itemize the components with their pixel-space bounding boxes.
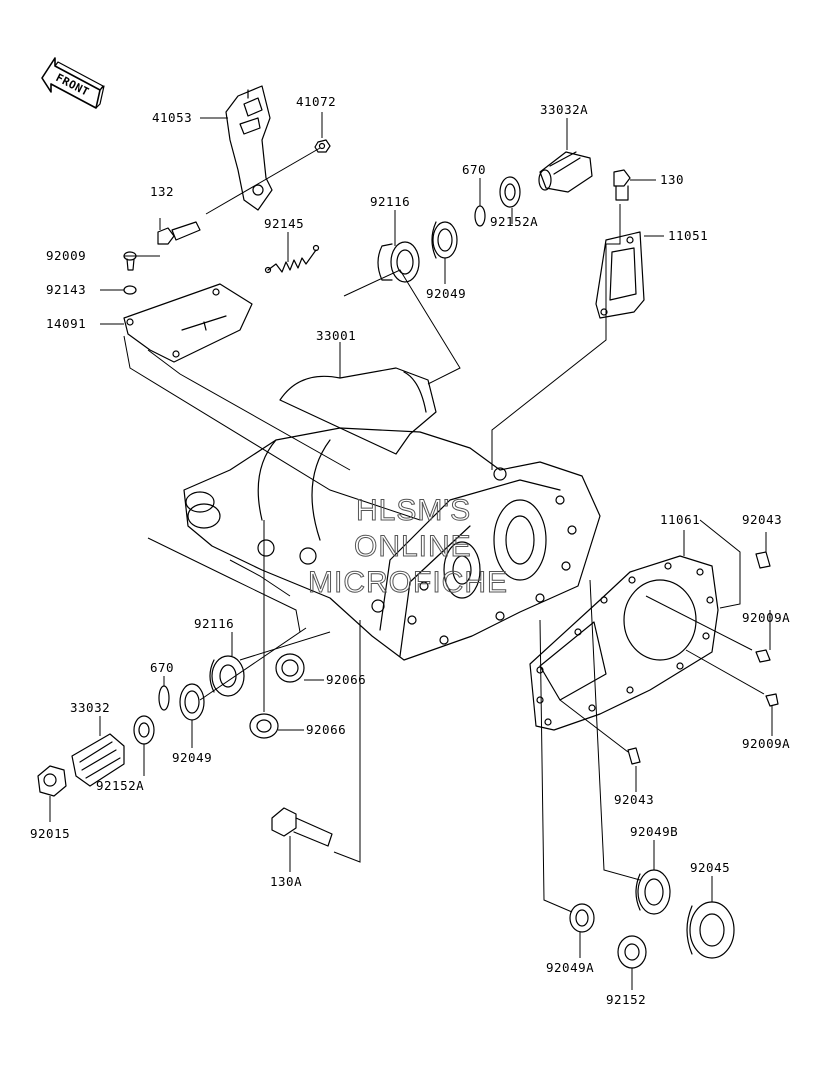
label-92152A-top: 92152A [490,214,538,229]
label-130A: 130A [270,874,302,889]
leader-lines [49,112,773,990]
spring-92145-part [264,244,320,274]
label-92152A-bottom: 92152A [96,778,144,793]
label-92009A-2: 92009A [742,736,790,751]
watermark-line-2: ONLINE [354,530,472,563]
bearing-92045-part [686,901,735,959]
label-132: 132 [150,184,174,199]
part-labels: 41053 41072 132 92009 92143 14091 92145 … [30,94,790,1007]
front-arrow-icon [41,57,105,109]
label-92045: 92045 [690,860,730,875]
label-670-top: 670 [462,162,486,177]
seal-92049B-part [635,869,671,915]
circlip-670-top-part [474,205,486,227]
gasket-11061-part [529,555,719,731]
label-92049-bottom: 92049 [172,750,212,765]
screw-92009A-2-part [765,693,779,707]
bracket-11051-part [595,231,645,319]
pin-92043-bottom-part [627,747,641,765]
label-92043-bottom: 92043 [614,792,654,807]
screw-92009-part [123,251,137,271]
housing-33001-part [183,367,601,661]
label-130: 130 [660,172,684,187]
label-92043-top: 92043 [742,512,782,527]
label-92049-top: 92049 [426,286,466,301]
washer-92143-part [123,285,137,295]
nut-92015-part [37,765,67,797]
label-92049B: 92049B [630,824,678,839]
label-92145: 92145 [264,216,304,231]
pin-92043-top-part [755,551,771,569]
screw-92009A-1-part [755,649,771,663]
label-92143: 92143 [46,282,86,297]
label-11051: 11051 [668,228,708,243]
bearing-92116-top-part [377,241,420,283]
bracket-41053-part [225,85,273,211]
bolt-130A-part [271,807,333,847]
circlip-670-bottom-part [158,685,170,711]
label-11061: 11061 [660,512,700,527]
seal-92049-bottom-part [179,683,205,721]
label-33032A: 33032A [540,102,588,117]
watermark-line-1: HLSM'S [356,494,471,527]
seal-92066-2-part [249,713,279,739]
bolt-130-part [613,169,631,201]
label-92152: 92152 [606,992,646,1007]
label-92066-2: 92066 [306,722,346,737]
plug-33032-part [71,733,125,787]
cover-14091-part [123,283,253,363]
label-92066-1: 92066 [326,672,366,687]
label-92015: 92015 [30,826,70,841]
label-33032: 33032 [70,700,110,715]
label-92009: 92009 [46,248,86,263]
label-92009A-1: 92009A [742,610,790,625]
label-41072: 41072 [296,94,336,109]
bearing-92152-part [617,935,647,969]
seal-92066-1-part [275,653,305,683]
plug-33032A-part [538,151,593,193]
label-41053: 41053 [152,110,192,125]
label-92049A: 92049A [546,960,594,975]
label-33001: 33001 [316,328,356,343]
label-92116-top: 92116 [370,194,410,209]
label-670-bottom: 670 [150,660,174,675]
seal-92049A-part [569,903,595,933]
label-14091: 14091 [46,316,86,331]
washer-92152A-top-part [499,176,521,208]
nut-41072-part [314,139,331,153]
watermark: HLSM'S ONLINE MICROFICHE [308,494,508,600]
label-92116-bottom: 92116 [194,616,234,631]
seal-92049-top-part [431,221,458,259]
washer-92152A-bottom-part [133,715,155,745]
bolt-132-part [157,221,201,245]
watermark-line-3: MICROFICHE [308,566,508,599]
